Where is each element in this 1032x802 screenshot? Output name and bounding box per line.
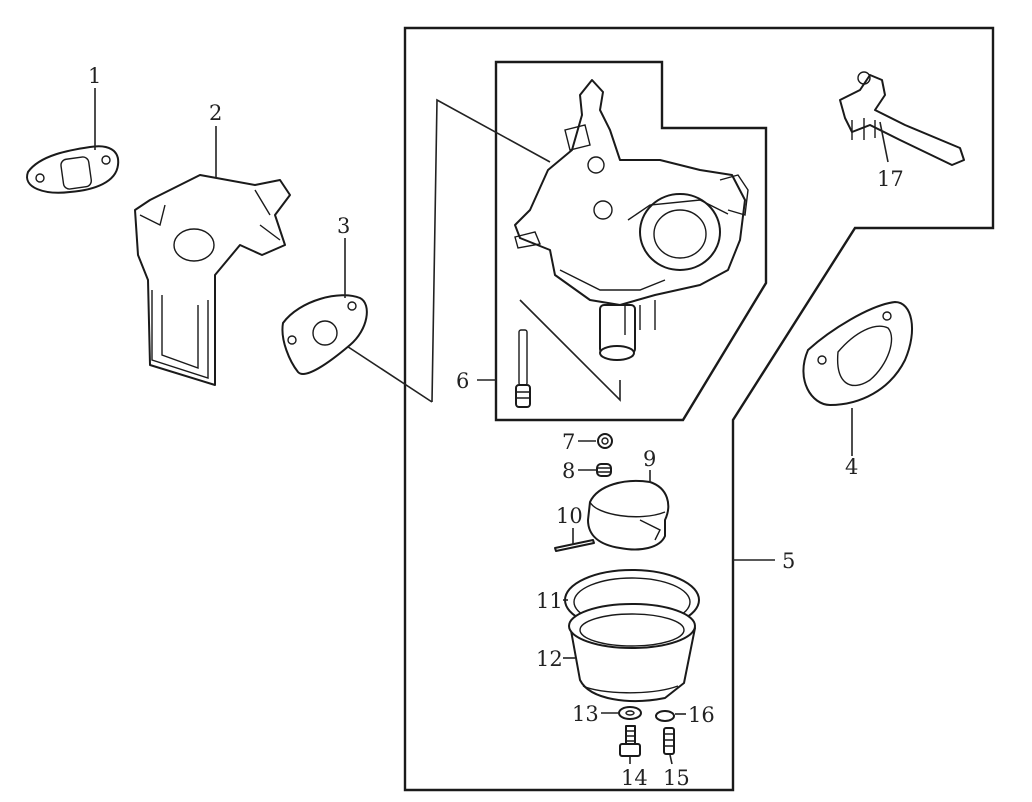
- callout-5: 5: [782, 549, 795, 573]
- carburetor-subframe: [494, 60, 768, 422]
- assembly-frame: [403, 26, 995, 792]
- callout-8: 8: [562, 459, 575, 483]
- spring-8: [596, 463, 612, 477]
- callout-4: 4: [845, 455, 858, 479]
- carburetor-body: [514, 79, 749, 361]
- callout-12: 12: [536, 647, 563, 671]
- callout-15: 15: [663, 766, 690, 790]
- pilot-jet-guide: [519, 299, 621, 402]
- pilot-jet: [515, 329, 531, 408]
- leader-17: [879, 121, 889, 163]
- callout-14: 14: [621, 766, 648, 790]
- callout-10: 10: [556, 504, 583, 528]
- float-9: [587, 479, 670, 551]
- float-bowl-12: [568, 603, 696, 702]
- leader-15: [669, 754, 673, 765]
- screw-7: [597, 433, 613, 449]
- callout-16: 16: [688, 703, 715, 727]
- callout-11: 11: [536, 589, 563, 613]
- callout-6: 6: [456, 369, 469, 393]
- screw-15: [663, 727, 675, 755]
- callout-13: 13: [572, 702, 599, 726]
- callout-3: 3: [337, 214, 350, 238]
- callout-17: 17: [877, 167, 904, 191]
- gasket-1: [26, 145, 120, 194]
- gasket-3-leader-upper: [431, 98, 551, 403]
- callout-2: 2: [209, 101, 222, 125]
- insulator-bracket-2: [134, 174, 291, 386]
- pin-10: [554, 539, 595, 552]
- gasket-4: [802, 301, 913, 406]
- washer-16: [655, 710, 675, 722]
- gasket-3: [281, 294, 368, 375]
- bolt-14: [619, 725, 641, 757]
- washer-13: [618, 706, 642, 720]
- callout-9: 9: [643, 447, 656, 471]
- callout-7: 7: [562, 430, 575, 454]
- callout-1: 1: [88, 64, 101, 88]
- lever-17: [839, 71, 965, 166]
